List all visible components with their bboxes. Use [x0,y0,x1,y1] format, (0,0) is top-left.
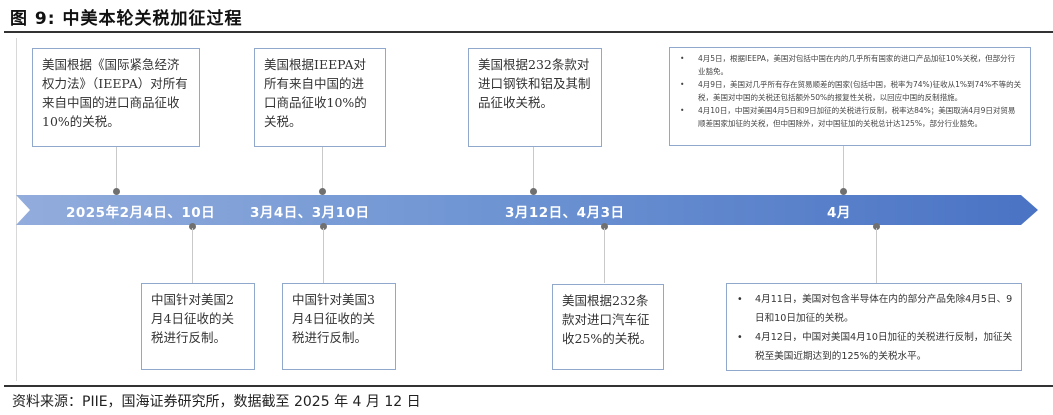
connector-bottom-3 [604,228,605,283]
connector-bottom-1 [192,228,193,283]
timeline-dot-top-1 [113,188,120,195]
event-bullet: 4月5日，根据IEEPA，美国对包括中国在内的几乎所有国家的进口产品加征10%关… [680,52,1022,78]
event-box-bottom-4: 4月11日，美国对包含半导体在内的部分产品免除4月5日、9日和10日加征的关税。… [726,283,1022,371]
timeline-dot-bottom-2 [320,223,327,230]
milestone-label-3: 3月12日、4月3日 [505,205,625,221]
connector-top-4 [843,146,844,190]
event-bullet: 4月10日，中国对美国4月5日和9日加征的关税进行反制，税率达84%；美国取消4… [680,104,1022,130]
event-box-bottom-2: 中国针对美国3月4日征收的关税进行反制。 [282,283,396,370]
milestone-label-4: 4月 [827,205,851,221]
event-bullet-list: 4月5日，根据IEEPA，美国对包括中国在内的几乎所有国家的进口产品加征10%关… [680,52,1022,130]
event-box-top-3: 美国根据232条款对进口钢铁和铝及其制品征收关税。 [468,48,602,147]
connector-bottom-4 [876,228,877,283]
event-bullet: 4月12日，中国对美国4月10日加征的关税进行反制，加征关税至美国近期达到的12… [737,328,1013,366]
event-text: 中国针对美国3月4日征收的关税进行反制。 [292,292,375,345]
event-text: 美国根据232条款对进口钢铁和铝及其制品征收关税。 [478,57,591,110]
event-text: 美国根据《国际紧急经济权力法》（IEEPA）对所有来自中国的进口商品征收10%的… [42,57,188,129]
connector-top-2 [322,147,323,190]
connector-bottom-2 [323,228,324,283]
event-text: 美国根据232条款对进口汽车征收25%的关税。 [562,293,653,346]
connector-top-3 [533,147,534,190]
event-bullet-list: 4月11日，美国对包含半导体在内的部分产品免除4月5日、9日和10日加征的关税。… [737,290,1013,366]
event-box-bottom-3: 美国根据232条款对进口汽车征收25%的关税。 [552,284,664,370]
event-bullet: 4月9日，美国对几乎所有存在贸易顺差的国家(包括中国，税率为74%)征收从1%到… [680,78,1022,104]
timeline-dot-top-4 [840,188,847,195]
timeline-arrow [16,195,1038,225]
top-divider [4,31,1053,33]
milestone-label-1: 2025年2月4日、10日 [66,205,216,221]
connector-top-1 [116,147,117,190]
timeline-dot-top-2 [319,188,326,195]
event-text: 中国针对美国2月4日征收的关税进行反制。 [151,292,234,345]
timeline-dot-bottom-4 [873,223,880,230]
milestone-label-2: 3月4日、3月10日 [250,205,370,221]
event-box-top-4: 4月5日，根据IEEPA，美国对包括中国在内的几乎所有国家的进口产品加征10%关… [669,47,1031,146]
figure-title: 图 9: 中美本轮关税加征过程 [10,9,243,29]
event-box-top-2: 美国根据IEEPA对所有来自中国的进口商品征收10%的关税。 [254,48,386,147]
timeline-dot-top-3 [530,188,537,195]
bottom-divider [4,385,1053,387]
event-bullet: 4月11日，美国对包含半导体在内的部分产品免除4月5日、9日和10日加征的关税。 [737,290,1013,328]
event-text: 美国根据IEEPA对所有来自中国的进口商品征收10%的关税。 [264,57,367,129]
timeline-dot-bottom-1 [189,223,196,230]
timeline-dot-bottom-3 [601,223,608,230]
left-frame-line [16,38,17,381]
event-box-top-1: 美国根据《国际紧急经济权力法》（IEEPA）对所有来自中国的进口商品征收10%的… [32,48,200,147]
event-box-bottom-1: 中国针对美国2月4日征收的关税进行反制。 [141,283,255,370]
source-note: 资料来源：PIIE，国海证券研究所，数据截至 2025 年 4 月 12 日 [12,394,421,410]
